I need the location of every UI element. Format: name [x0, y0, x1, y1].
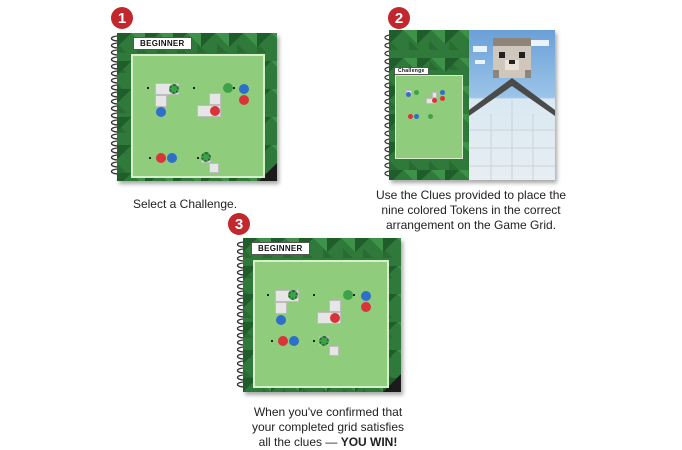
spiral-binding: [233, 238, 247, 388]
red-token: [156, 153, 166, 163]
game-board: [395, 75, 463, 159]
blue-token: [239, 84, 249, 94]
difficulty-label: BEGINNER: [133, 37, 192, 50]
spiral-binding: [107, 32, 121, 180]
difficulty-label: BEGINNER: [251, 242, 310, 255]
green-clover-token: [169, 84, 179, 94]
red-token: [278, 336, 288, 346]
challenge-book-3[interactable]: BEGINNER: [233, 234, 403, 394]
green-token: [343, 290, 353, 300]
red-token: [239, 95, 249, 105]
pixel-character-icon: [493, 38, 531, 78]
challenge-book-2[interactable]: Challenge: [381, 27, 557, 185]
game-board: [131, 54, 265, 178]
blue-token: [361, 291, 371, 301]
step-1-caption: Select a Challenge.: [132, 197, 238, 211]
challenge-book-1[interactable]: BEGINNER: [107, 28, 279, 184]
step-3-caption: When you've confirmed that your complete…: [251, 405, 405, 449]
step-2-caption: Use the Clues provided to place the nine…: [375, 188, 567, 232]
green-clover-token: [201, 152, 211, 162]
red-token: [210, 106, 220, 116]
scene-picture: [469, 30, 555, 180]
red-token: [361, 302, 371, 312]
green-clover-token: [288, 290, 298, 300]
you-win-text: YOU WIN!: [340, 435, 398, 449]
red-token: [330, 313, 340, 323]
blue-token: [156, 107, 166, 117]
challenge-label: Challenge: [394, 67, 429, 75]
step-3-number: 3: [228, 213, 250, 235]
step-2-number: 2: [388, 7, 410, 29]
step-1-number: 1: [111, 7, 133, 29]
green-token: [223, 83, 233, 93]
green-clover-token: [319, 336, 329, 346]
blue-token: [167, 153, 177, 163]
game-board: [253, 260, 389, 388]
blue-token: [276, 315, 286, 325]
blue-token: [289, 336, 299, 346]
